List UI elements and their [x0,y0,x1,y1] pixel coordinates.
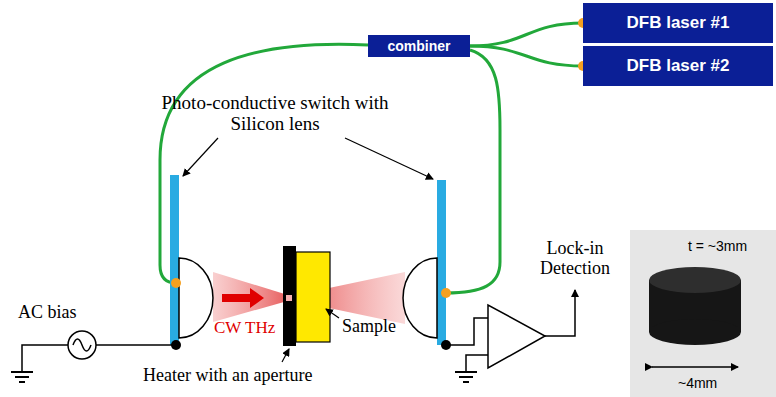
beam-label: CW THz [214,318,275,337]
dimension-label: ~4mm [678,376,717,392]
pellet-top [649,267,741,293]
heater-plate [283,246,296,346]
optical-fiber [470,23,583,46]
dimension-arrow [652,366,738,367]
wire [466,355,488,372]
fiber-port [441,288,451,298]
ground-symbol [455,372,477,382]
sample-photo [630,230,776,397]
part-label: Photo-conductive switch with Silicon len… [160,92,390,135]
amplifier-symbol [488,305,545,368]
output-wire [545,290,575,336]
photoconductive-switch [437,180,446,345]
ground-symbol [11,372,33,382]
sine-symbol [73,339,91,351]
pellet-bottom [649,319,741,345]
node-text: DFB laser #1 [627,13,730,33]
thz-beam [213,272,291,322]
node-text: combiner [387,38,450,54]
silicon-lens [179,258,213,338]
node-text: DFB laser #2 [627,56,730,76]
fiber-port [171,278,181,288]
leader-arrow [326,309,339,318]
wire [22,345,68,372]
leader-arrow [183,138,218,176]
beam-arrow [222,288,264,308]
photoconductive-switch [170,175,179,345]
part-label: Heater with an aperture [143,365,312,385]
laser-box: DFB laser #1 [583,3,773,43]
optical-fiber [160,44,368,283]
wire [446,318,488,345]
leader-arrow [345,138,433,179]
optical-fiber [470,46,583,66]
dimension-label: t = ~3mm [688,239,747,255]
electrode-dot [171,340,181,350]
ac-source-symbol [68,331,96,359]
source-label: AC bias [18,302,77,322]
leader-arrow [282,349,289,362]
laser-box: DFB laser #2 [583,46,773,86]
electrode-dot [441,340,451,350]
combiner-box: combiner [368,35,470,57]
wire [96,344,176,346]
silicon-lens [403,258,437,338]
part-label: Sample [342,316,396,336]
heater-aperture [286,295,292,301]
output-label: Lock-in Detection [525,238,625,278]
sample-slab [296,252,330,342]
optical-fiber [446,50,500,293]
